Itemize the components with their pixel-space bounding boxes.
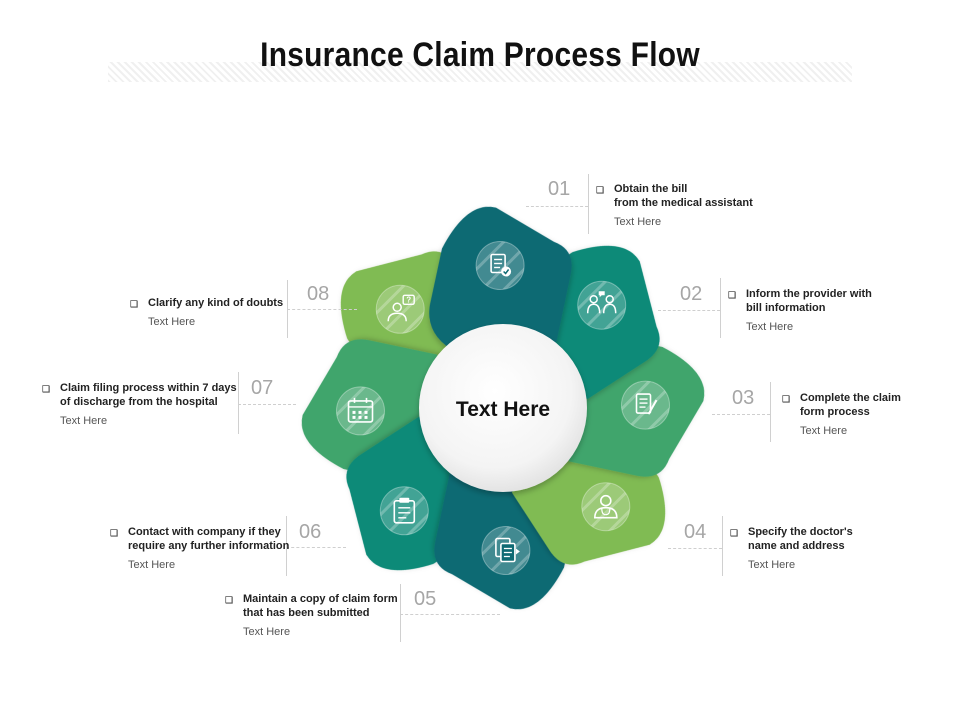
connector-line	[668, 548, 722, 549]
connector-line	[286, 547, 346, 548]
divider-line	[287, 280, 288, 338]
step-number: 02	[680, 283, 703, 305]
step-subtext: Text Here	[128, 559, 176, 571]
connector-line	[526, 206, 588, 207]
people-communication-icon	[577, 280, 627, 330]
step-heading: ❑Inform the provider with bill informati…	[728, 288, 872, 314]
center-label: Text Here	[456, 398, 550, 421]
divider-line	[286, 516, 287, 576]
step-heading: ❑Complete the claim form process	[782, 392, 901, 418]
page-title: Insurance Claim Process Flow	[260, 36, 700, 74]
connector-line	[712, 414, 770, 415]
document-copy-icon	[481, 526, 531, 575]
step-subtext: Text Here	[746, 321, 794, 333]
connector-line	[400, 614, 500, 615]
step-number: 01	[548, 178, 571, 200]
calendar-icon	[336, 386, 385, 436]
clipboard-icon	[379, 486, 429, 536]
bullet-icon: ❑	[42, 384, 51, 394]
step-number: 04	[684, 521, 707, 543]
connector-line	[658, 310, 720, 311]
connector-line	[238, 404, 296, 405]
question-person-icon: ?	[375, 284, 425, 334]
step-text: ❑Maintain a copy of claim form that has …	[225, 592, 398, 638]
step-heading: ❑Maintain a copy of claim form that has …	[225, 593, 398, 619]
connector-line	[287, 309, 357, 310]
divider-line	[238, 372, 239, 434]
step-text: ❑Obtain the bill from the medical assist…	[596, 182, 753, 228]
step-number: 07	[251, 377, 274, 399]
step-subtext: Text Here	[614, 216, 662, 228]
step-text: ❑Claim filing process within 7 days of d…	[42, 381, 237, 427]
step-heading: ❑Obtain the bill from the medical assist…	[596, 183, 753, 209]
bullet-icon: ❑	[782, 394, 791, 404]
step-subtext: Text Here	[148, 316, 196, 328]
divider-line	[720, 278, 721, 338]
step-text: ❑Complete the claim form process Text He…	[782, 391, 901, 437]
divider-line	[770, 382, 771, 442]
step-number: 05	[414, 588, 437, 610]
bullet-icon: ❑	[110, 528, 119, 538]
divider-line	[722, 516, 723, 576]
step-text: ❑Specify the doctor's name and address T…	[730, 525, 853, 571]
step-text: ❑Inform the provider with bill informati…	[728, 287, 872, 333]
step-heading: ❑Specify the doctor's name and address	[730, 526, 853, 552]
step-subtext: Text Here	[748, 559, 796, 571]
step-heading: ❑Contact with company if they require an…	[110, 526, 290, 552]
bullet-icon: ❑	[728, 290, 737, 300]
center-circle	[419, 324, 587, 492]
divider-line	[588, 174, 589, 234]
form-pen-icon	[621, 380, 670, 430]
bullet-icon: ❑	[730, 528, 739, 538]
bullet-icon: ❑	[130, 299, 139, 309]
step-number: 08	[307, 283, 330, 305]
step-text: ❑Contact with company if they require an…	[110, 525, 289, 571]
step-subtext: Text Here	[243, 626, 291, 638]
bullet-icon: ❑	[225, 595, 234, 605]
step-subtext: Text Here	[60, 415, 108, 427]
step-number: 03	[732, 387, 755, 409]
bill-document-icon	[475, 241, 525, 290]
step-text: ❑Clarify any kind of doubts Text Here	[130, 296, 283, 328]
svg-text:?: ?	[406, 295, 411, 304]
divider-line	[400, 584, 401, 642]
title-decor-band	[108, 62, 852, 82]
petal-step-01	[429, 206, 572, 353]
step-heading: ❑Clarify any kind of doubts	[130, 297, 284, 309]
bullet-icon: ❑	[596, 185, 605, 195]
step-subtext: Text Here	[800, 425, 848, 437]
step-number: 06	[299, 521, 322, 543]
step-heading: ❑Claim filing process within 7 days of d…	[42, 382, 237, 408]
doctor-icon	[581, 482, 631, 532]
